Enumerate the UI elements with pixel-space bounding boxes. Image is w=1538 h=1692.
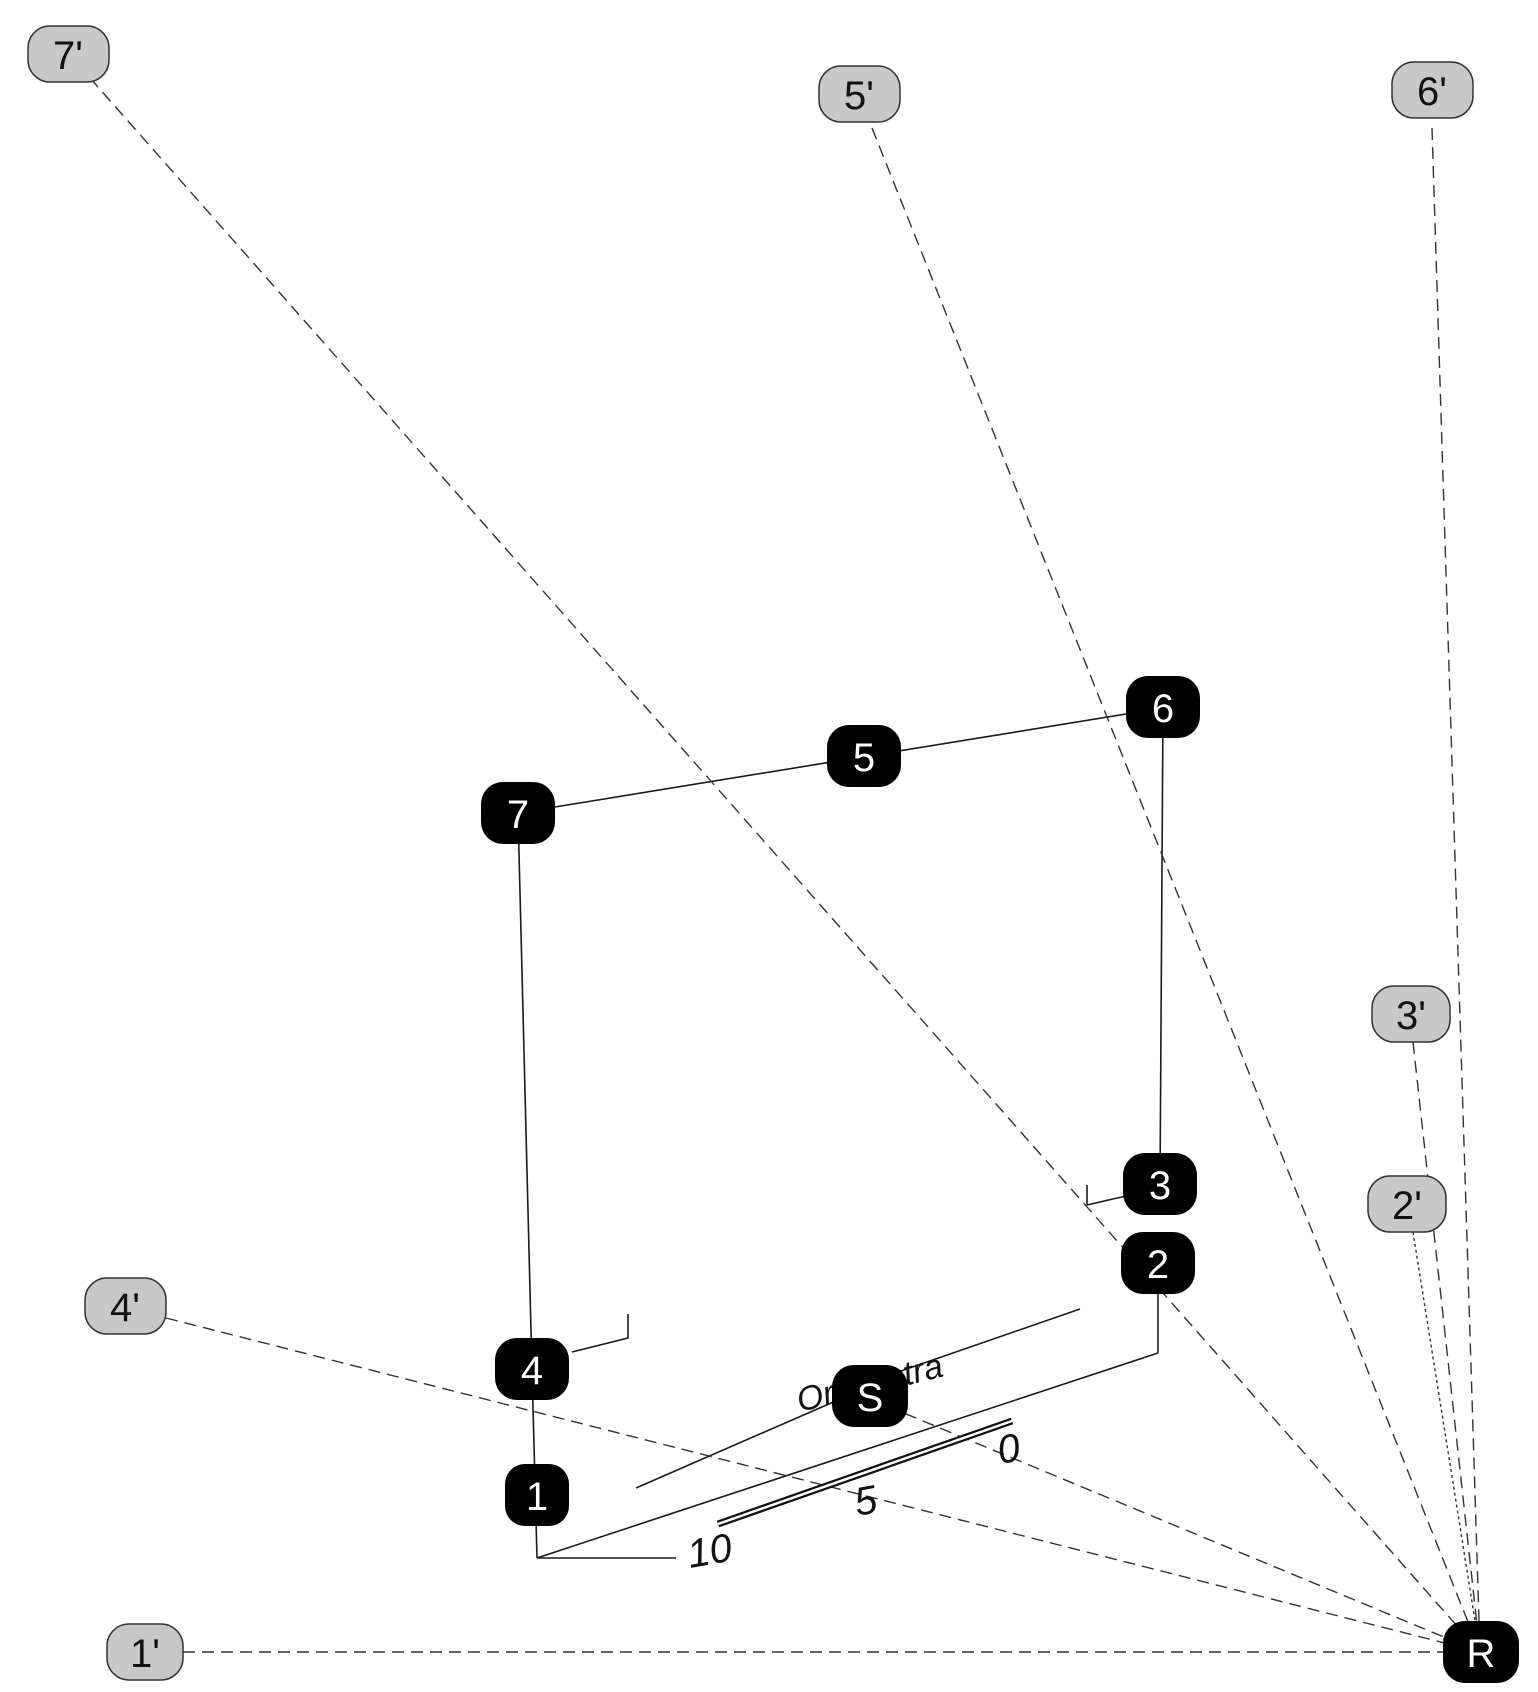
scale-tick-0: 0 [994, 1426, 1024, 1473]
ray-2p [1412, 1231, 1481, 1653]
source-point-S: S [832, 1365, 908, 1427]
hall-walls [517, 707, 1164, 1559]
svg-text:6: 6 [1152, 687, 1174, 731]
svg-text:1: 1 [526, 1475, 548, 1519]
wall-7-4 [517, 812, 533, 1371]
image-point-3p: 3' [1371, 985, 1451, 1043]
point-7: 7 [481, 782, 555, 844]
image-point-7p: 7' [27, 25, 110, 83]
point-1: 1 [505, 1464, 569, 1526]
point-2: 2 [1121, 1232, 1195, 1294]
ray-7p [89, 77, 1481, 1653]
image-point-6p: 6' [1391, 61, 1474, 119]
ray-5p [871, 127, 1481, 1653]
wall-front-slope [536, 1352, 1159, 1559]
balcony-stub-4 [571, 1314, 629, 1353]
ray-S [869, 1398, 1481, 1653]
svg-text:7': 7' [53, 34, 83, 78]
svg-text:4: 4 [521, 1349, 543, 1393]
point-6: 6 [1126, 676, 1200, 738]
point-5: 5 [827, 725, 901, 787]
ray-3p [1412, 1041, 1481, 1653]
image-point-2p: 2' [1367, 1175, 1447, 1233]
image-point-5p: 5' [818, 65, 901, 123]
image-point-4p: 4' [84, 1277, 167, 1335]
svg-text:5': 5' [844, 74, 874, 118]
scale-bar: 10 5 0 [684, 1417, 1024, 1577]
svg-text:2': 2' [1392, 1184, 1422, 1228]
point-3: 3 [1123, 1153, 1197, 1215]
svg-text:1': 1' [130, 1632, 160, 1676]
receiver-point-R: R [1443, 1621, 1519, 1683]
point-4: 4 [495, 1338, 569, 1400]
scale-tick-10: 10 [684, 1526, 735, 1577]
ray-6p [1431, 127, 1481, 1653]
reflection-rays [89, 77, 1481, 1653]
svg-text:S: S [857, 1376, 884, 1420]
scale-line-inner [717, 1419, 1013, 1526]
wall-6-3 [1159, 707, 1164, 1186]
svg-text:4': 4' [110, 1286, 140, 1330]
svg-text:3': 3' [1396, 994, 1426, 1038]
orchestra-line-lower [635, 1399, 839, 1489]
svg-text:2: 2 [1147, 1243, 1169, 1287]
svg-text:5: 5 [853, 736, 875, 780]
svg-text:3: 3 [1149, 1164, 1171, 1208]
svg-text:R: R [1467, 1632, 1496, 1676]
svg-text:7: 7 [507, 793, 529, 837]
image-point-1p: 1' [106, 1623, 184, 1681]
orchestra-line-upper [874, 1308, 1081, 1381]
real-points: 1 2 3 4 5 6 7 S [481, 676, 1519, 1683]
ray-4p [165, 1317, 1481, 1653]
balcony-stub-3 [1086, 1185, 1131, 1207]
svg-text:6': 6' [1417, 70, 1447, 114]
image-points: 1' 2' 3' 4' 5' 6' 7' [27, 25, 1474, 1681]
scale-tick-5: 5 [851, 1478, 881, 1525]
